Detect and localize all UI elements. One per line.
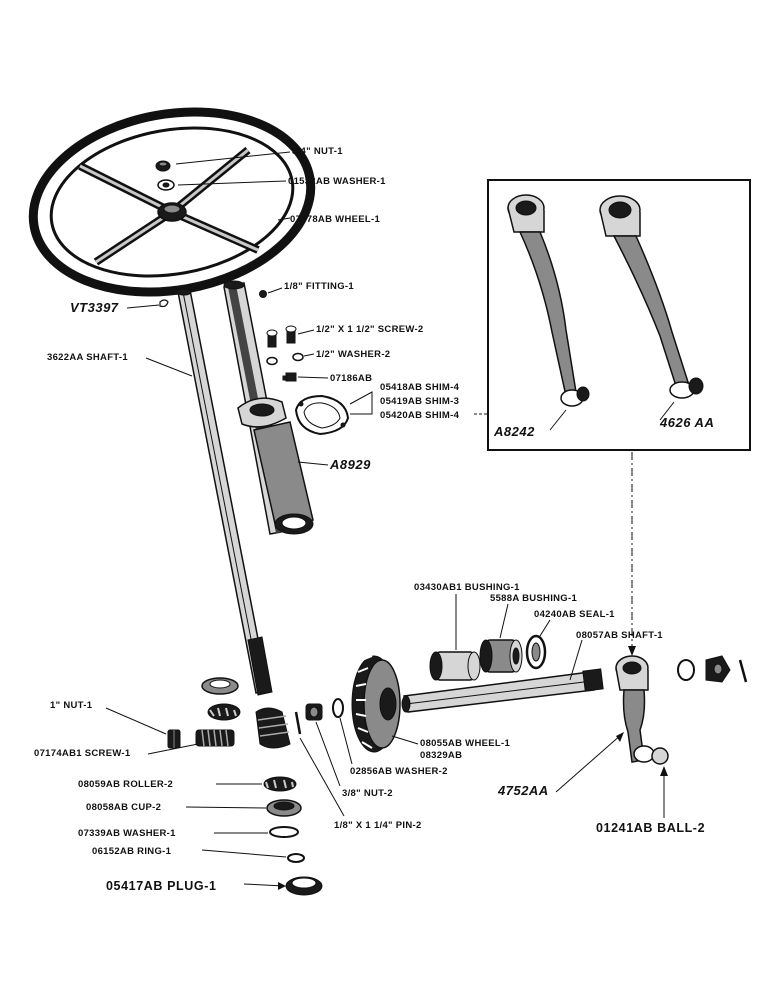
label-shaft-3622: 3622AA SHAFT-1 <box>47 352 128 363</box>
label-vt3397: VT3397 <box>70 300 119 315</box>
washer-icon <box>269 826 299 838</box>
label-bushing-03430: 03430AB1 BUSHING-1 <box>414 582 520 593</box>
bushing-icon <box>479 639 523 673</box>
label-washer-02856: 02856AB WASHER-2 <box>350 766 448 777</box>
label-washer-01532: 01532AB WASHER-1 <box>288 176 386 187</box>
worm-gear-icon <box>255 707 291 749</box>
label-4626aa: 4626 AA <box>659 415 714 430</box>
label-wheel-08055: 08055AB WHEEL-1 <box>420 738 510 749</box>
snap-ring-icon <box>287 853 305 863</box>
steering-wheel <box>28 107 316 297</box>
shim-gasket-icon <box>294 394 350 436</box>
label-bushing-5588: 5588A BUSHING-1 <box>490 593 577 604</box>
washer-icon <box>266 352 304 366</box>
nut-icon <box>705 655 731 683</box>
label-part-08329: 08329AB <box>420 750 462 761</box>
seal-icon <box>525 634 547 670</box>
label-screw-07174: 07174AB1 SCREW-1 <box>34 748 131 759</box>
label-washer-half: 1/2" WASHER-2 <box>316 349 390 360</box>
plug-icon <box>285 876 323 896</box>
roller-bearing-icon <box>263 776 297 792</box>
steering-shaft <box>176 288 273 696</box>
label-shim-05420: 05420AB SHIM-4 <box>380 410 460 421</box>
steering-column-tube <box>223 280 314 535</box>
label-screw-half: 1/2" X 1 1/2" SCREW-2 <box>316 324 424 335</box>
adjusting-screw-icon <box>195 729 235 747</box>
washer-icon <box>677 659 695 681</box>
label-nut-1: 1" NUT-1 <box>50 700 93 711</box>
pitman-arm-a8242 <box>507 194 590 407</box>
nut-icon <box>305 703 323 721</box>
label-4752aa: 4752AA <box>497 783 549 798</box>
bushing-icon <box>429 651 481 681</box>
sector-shaft <box>401 668 604 713</box>
label-seal-04240: 04240AB SEAL-1 <box>534 609 615 620</box>
bearing-cup-icon <box>266 799 302 817</box>
label-fitting: 1/8" FITTING-1 <box>284 281 354 292</box>
label-pin: 1/8" X 1 1/4" PIN-2 <box>334 820 422 831</box>
sector-gear <box>351 655 401 753</box>
label-shim-05419: 05419AB SHIM-3 <box>380 396 459 407</box>
label-washer-07339: 07339AB WASHER-1 <box>78 828 176 839</box>
grease-fitting-icon <box>282 372 297 382</box>
nut-icon <box>155 160 171 172</box>
label-ring-06152: 06152AB RING-1 <box>92 846 172 857</box>
label-a8242: A8242 <box>493 424 535 439</box>
pitman-arm-4752aa <box>615 655 669 765</box>
pin-icon <box>294 711 302 735</box>
label-a8929: A8929 <box>329 457 371 472</box>
label-ball-01241: 01241AB BALL-2 <box>596 821 705 835</box>
label-roller-08059: 08059AB ROLLER-2 <box>78 779 173 790</box>
washer-icon <box>332 698 344 718</box>
label-shaft-08057: 08057AB SHAFT-1 <box>576 630 663 641</box>
label-nut-3-8: 3/8" NUT-2 <box>342 788 393 799</box>
bearing-race-icon <box>201 677 239 695</box>
cotter-pin-icon <box>738 659 748 683</box>
label-plug-05417: 05417AB PLUG-1 <box>106 879 217 893</box>
label-part-07186: 07186AB <box>330 373 372 384</box>
label-shim-05418: 05418AB SHIM-4 <box>380 382 460 393</box>
pitman-arm-4626aa <box>599 195 704 399</box>
fitting-icon <box>259 290 267 298</box>
label-cup-08058: 08058AB CUP-2 <box>86 802 161 813</box>
nut-icon <box>167 729 181 749</box>
washer-icon <box>157 179 175 191</box>
key-icon <box>159 299 169 308</box>
label-wheel-07778: 07778AB WHEEL-1 <box>290 214 380 225</box>
label-nut-3-4: 3/4" NUT-1 <box>292 146 343 157</box>
roller-bearing-icon <box>207 703 241 721</box>
screw-icon <box>266 325 297 348</box>
